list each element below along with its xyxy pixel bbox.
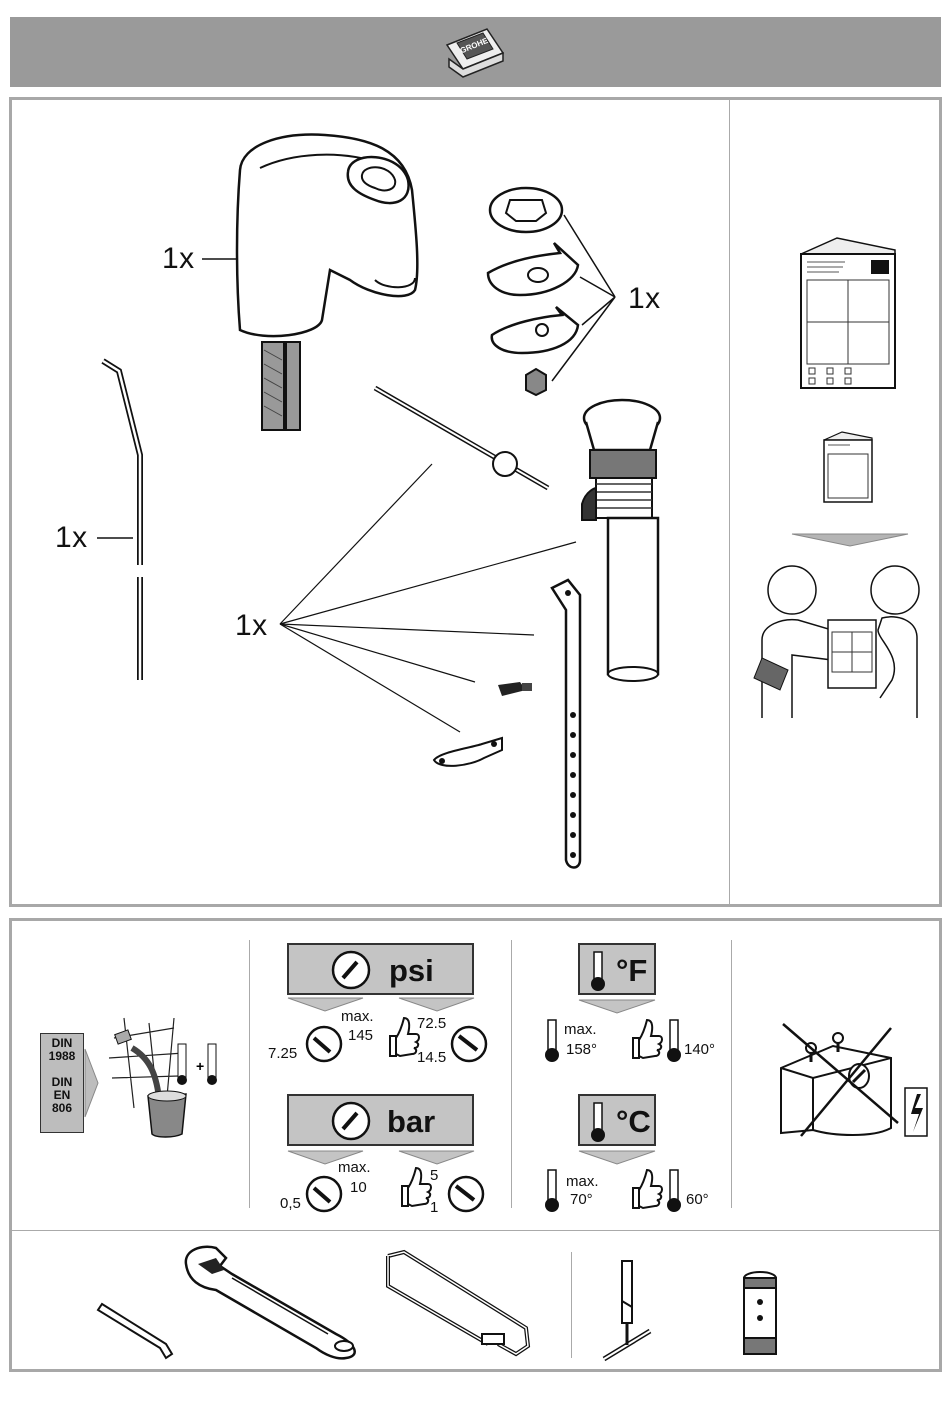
psi-arrows — [287, 997, 475, 1013]
thumbs-up-icon — [396, 1166, 432, 1210]
pressure-gauge-icon — [331, 1101, 371, 1141]
psi-max-label: max. — [341, 1009, 374, 1025]
lift-rod-leader-line — [97, 537, 137, 541]
thumbs-up-icon — [627, 1168, 663, 1212]
thermometer-icon — [588, 1101, 608, 1143]
down-arrow-icon — [790, 532, 910, 548]
celsius-arrow — [578, 1150, 656, 1166]
fahrenheit-header: °F — [578, 943, 656, 995]
bar-gauge-rec — [446, 1174, 486, 1214]
psi-max: 145 — [348, 1028, 373, 1044]
svg-text:+: + — [196, 1058, 204, 1074]
col-divider-3 — [731, 940, 732, 1208]
celsius-max-label: max. — [566, 1174, 599, 1190]
bar-rec-low: 1 — [430, 1200, 438, 1216]
thermometer-icon — [588, 950, 608, 992]
hex-key-icon — [96, 1296, 181, 1361]
psi-header: psi — [287, 943, 474, 995]
fahrenheit-rec: 140° — [684, 1042, 715, 1058]
thermometer-icon — [543, 1168, 561, 1214]
fahrenheit-arrow — [578, 999, 656, 1015]
hacksaw-icon — [378, 1250, 538, 1362]
celsius-max: 70° — [570, 1192, 593, 1208]
thumbs-up-icon — [384, 1016, 420, 1060]
col-divider-2 — [511, 940, 512, 1208]
faucet-qty: 1x — [162, 242, 195, 276]
lift-rod-qty: 1x — [55, 521, 88, 555]
socket-tube-icon — [740, 1270, 780, 1362]
small-manual-icon — [820, 430, 880, 506]
standards-box: DIN 1988 DIN EN 806 — [40, 1033, 84, 1133]
fahrenheit-unit: °F — [616, 953, 647, 989]
celsius-unit: °C — [616, 1104, 651, 1140]
psi-rec-high: 72.5 — [417, 1016, 446, 1032]
pressure-gauge-icon — [331, 950, 371, 990]
adjustable-wrench-icon — [176, 1244, 371, 1362]
t-socket-wrench-icon — [600, 1257, 655, 1362]
bar-header: bar — [287, 1094, 474, 1146]
flush-pipes-icon: + — [104, 1018, 229, 1143]
fahrenheit-max: 158° — [566, 1042, 597, 1058]
celsius-header: °C — [578, 1094, 656, 1146]
header-bar: GROHE — [10, 17, 941, 87]
drain-parts-illustration — [270, 380, 670, 880]
thermometer-icon — [543, 1018, 561, 1064]
bar-arrows — [287, 1150, 475, 1166]
psi-gauge-max — [304, 1024, 344, 1064]
right-arrow-icon — [84, 1048, 100, 1118]
bar-rec-high: 5 — [430, 1168, 438, 1184]
mount-kit-qty: 1x — [628, 282, 661, 316]
bar-gauge-max — [304, 1174, 344, 1214]
drain-parts-qty: 1x — [235, 609, 268, 643]
bar-unit: bar — [387, 1104, 435, 1140]
din-line-2: 1988 — [41, 1050, 83, 1063]
col-divider-1 — [249, 940, 250, 1208]
bar-min: 0,5 — [280, 1196, 301, 1212]
grohe-booklet-icon: GROHE — [435, 27, 515, 79]
handover-to-user-icon — [752, 560, 927, 720]
lift-rod-illustration — [95, 355, 165, 690]
thermometer-icon — [665, 1168, 683, 1214]
psi-rec-low: 14.5 — [417, 1050, 446, 1066]
psi-unit: psi — [389, 953, 434, 989]
din-line-5: 806 — [41, 1102, 83, 1115]
bar-max: 10 — [350, 1180, 367, 1196]
thumbs-up-icon — [627, 1018, 663, 1062]
thermometer-icon — [665, 1018, 683, 1064]
celsius-rec: 60° — [686, 1192, 709, 1208]
tools-divider — [12, 1230, 939, 1231]
col-divider-tools — [571, 1252, 572, 1358]
instruction-manual-icon — [795, 232, 905, 392]
no-instantaneous-heater-icon — [773, 1018, 933, 1168]
psi-gauge-rec — [449, 1024, 489, 1064]
panel-divider — [729, 99, 730, 905]
psi-min: 7.25 — [268, 1046, 297, 1062]
faucet-leader-line — [202, 258, 242, 262]
fahrenheit-max-label: max. — [564, 1022, 597, 1038]
